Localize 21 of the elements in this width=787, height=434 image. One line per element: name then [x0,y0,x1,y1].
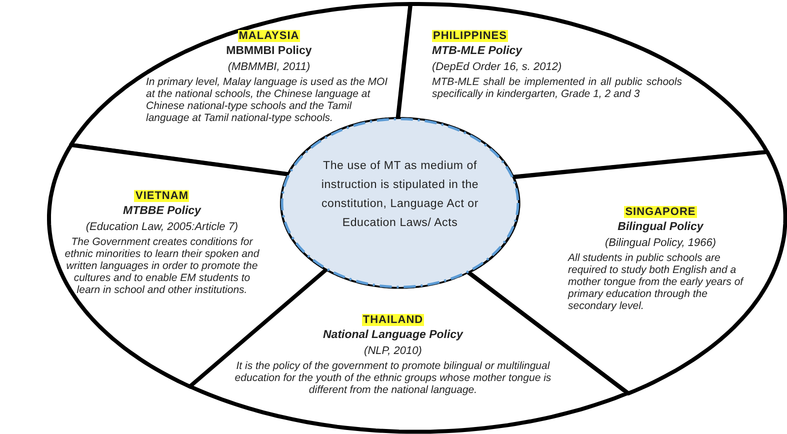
policy-title: National Language Policy [322,328,464,341]
policy-description: All students in public schools are required to study both English and a mother tongue from the early years of primary education through the secondary level. [568,252,745,312]
policy-citation: (NLP, 2010) [363,344,423,357]
policy-description: It is the policy of the government to promote bilingual or multilingual education for the youth of the ethnic groups whose mother tongue is different from the national language. [234,360,552,396]
policy-citation: (DepEd Order 16, s. 2012) [432,60,563,73]
policy-citation: (MBMMBI, 2011) [226,60,312,73]
policy-title: MTBBE Policy [122,204,202,217]
policy-title: MBMMBI Policy [225,44,313,57]
country-label: SINGAPORE [624,206,697,218]
country-label: MALAYSIA [238,30,300,42]
policy-title: MTB-MLE Policy [432,44,524,57]
country-label: THAILAND [362,314,424,326]
country-label: PHILIPPINES [432,30,508,42]
center-statement: The use of MT as medium of instruction is stipulated in the constitution, Language Act or Education Laws/ Acts [320,159,480,231]
country-label: VIETNAM [134,190,190,202]
policy-citation: (Bilingual Policy, 1966) [604,236,718,249]
policy-citation: (Education Law, 2005:Article 7) [84,220,240,233]
policy-description: The Government creates conditions for ethnic minorities to learn their spoken and written languages in order to promote the cultures and to enable EM students to learn in school and other institutions. [64,236,260,296]
policy-title: Bilingual Policy [616,220,704,233]
policy-description: MTB-MLE shall be implemented in all public schools specifically in kindergarten, Grade 1, 2 and 3 [432,76,682,100]
policy-description: In primary level, Malay language is used as the MOI at the national schools, the Chinese language at Chinese national-type schools and the Tamil language at Tamil national-type schools. [146,76,389,124]
